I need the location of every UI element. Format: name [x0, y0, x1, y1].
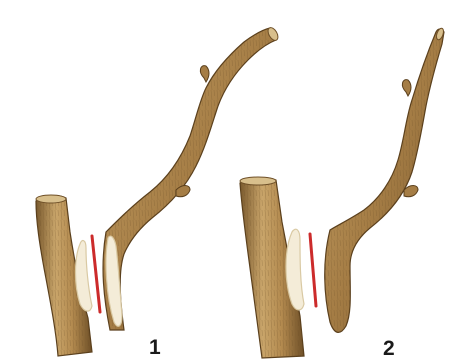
cut-line-1: [92, 236, 100, 312]
panel-2: [240, 27, 445, 358]
branch-2: [325, 27, 445, 332]
cut-line-2: [310, 234, 316, 306]
bud-1a: [200, 66, 209, 82]
bud-2a: [402, 80, 411, 96]
step-label-1: 1: [149, 337, 161, 358]
step-label-2: 2: [383, 338, 395, 359]
